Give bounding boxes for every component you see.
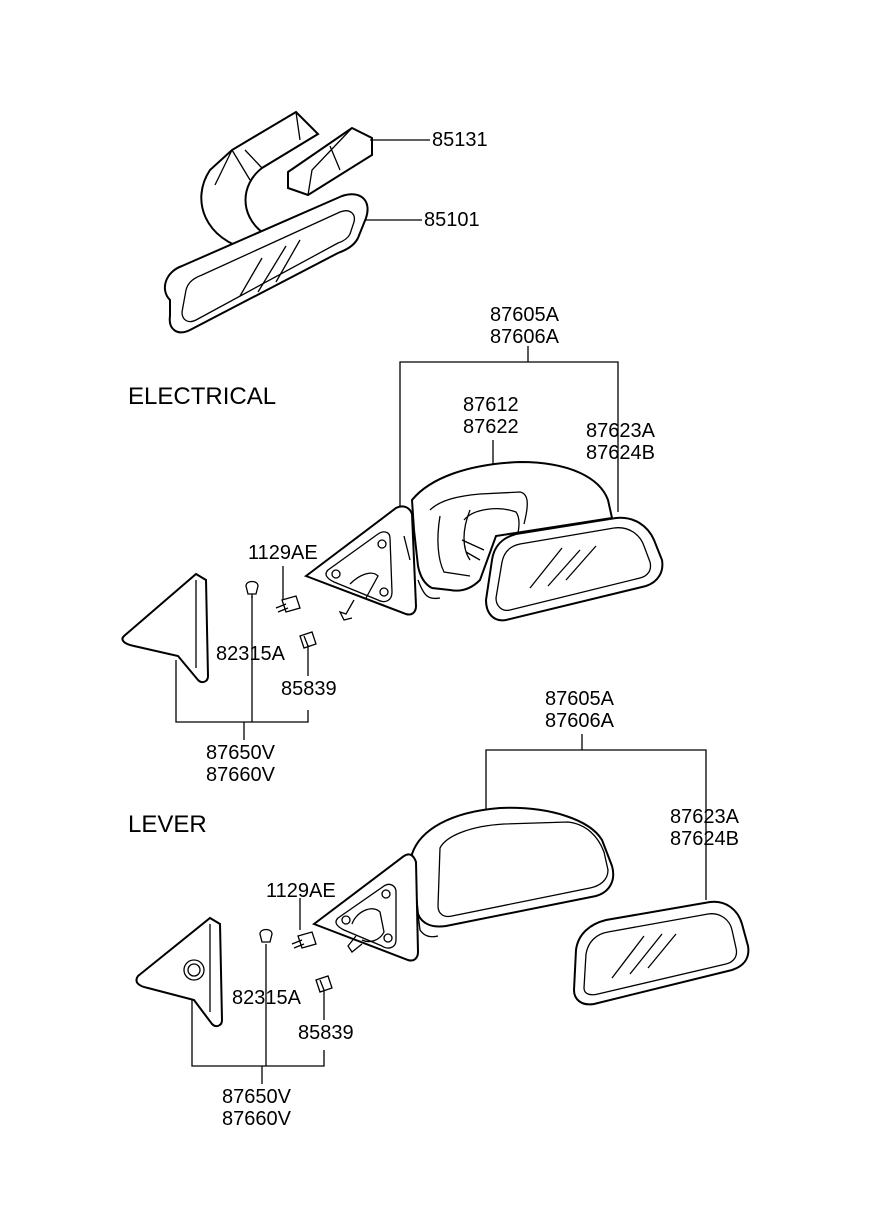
part-label-lever-screw: 1129AE bbox=[266, 880, 336, 902]
electrical-clip bbox=[245, 580, 259, 598]
lever-mirror-housing bbox=[410, 806, 615, 938]
lever-nut bbox=[315, 975, 333, 993]
lever-mirror-base bbox=[311, 853, 420, 962]
part-label-85101: 85101 bbox=[424, 209, 480, 231]
electrical-mirror-housing bbox=[410, 460, 614, 600]
part-label-electrical-cover-1: 87650V bbox=[206, 742, 275, 764]
part-label-electrical-cover-2: 87660V bbox=[206, 764, 275, 786]
interior-mirror bbox=[163, 193, 369, 334]
part-label-lever-cover-2: 87660V bbox=[222, 1108, 291, 1130]
part-label-electrical-assy-2: 87606A bbox=[490, 326, 559, 348]
electrical-nut bbox=[299, 631, 317, 649]
part-label-lever-clip: 82315A bbox=[232, 987, 301, 1009]
part-label-lever-assy-1: 87605A bbox=[545, 688, 614, 710]
electrical-leader-lines bbox=[175, 346, 619, 740]
lever-cover bbox=[135, 916, 224, 1028]
electrical-mirror-base bbox=[303, 505, 418, 621]
lever-screw bbox=[291, 931, 317, 949]
part-label-electrical-screw: 1129AE bbox=[248, 542, 318, 564]
lever-leader-lines bbox=[191, 734, 707, 1084]
electrical-screw bbox=[275, 595, 301, 613]
electrical-mirror-glass bbox=[484, 516, 664, 622]
part-label-lever-assy-2: 87606A bbox=[545, 710, 614, 732]
electrical-cover bbox=[121, 572, 210, 684]
part-label-lever-cover-1: 87650V bbox=[222, 1086, 291, 1108]
part-label-electrical-clip: 82315A bbox=[216, 643, 285, 665]
part-label-lever-nut: 85839 bbox=[298, 1022, 354, 1044]
section-title-lever: LEVER bbox=[128, 811, 207, 838]
lever-clip bbox=[259, 928, 273, 943]
section-title-electrical: ELECTRICAL bbox=[128, 383, 277, 410]
lever-mirror-glass bbox=[572, 900, 750, 1006]
part-label-lever-glass-2: 87624B bbox=[670, 828, 739, 850]
part-label-electrical-actuator-2: 87622 bbox=[463, 416, 519, 438]
part-label-electrical-glass-1: 87623A bbox=[586, 420, 655, 442]
part-label-85131: 85131 bbox=[432, 129, 488, 151]
part-label-electrical-assy-1: 87605A bbox=[490, 304, 559, 326]
part-label-electrical-actuator-1: 87612 bbox=[463, 394, 519, 416]
interior-mirror-mount-cover bbox=[200, 110, 373, 252]
part-label-lever-glass-1: 87623A bbox=[670, 806, 739, 828]
part-label-electrical-glass-2: 87624B bbox=[586, 442, 655, 464]
part-label-electrical-nut: 85839 bbox=[281, 678, 337, 700]
